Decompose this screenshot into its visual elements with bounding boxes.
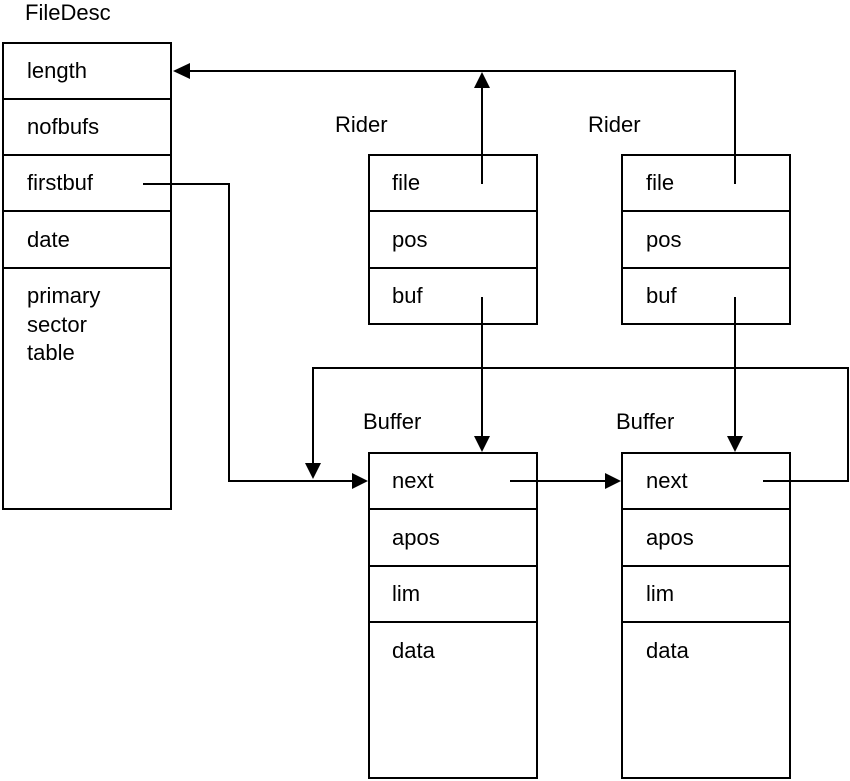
filedesc-box	[2, 42, 172, 510]
buffer-box	[368, 452, 538, 779]
arrow-rider1-file-to-filedesc	[474, 72, 490, 184]
arrow-rider2-buf-to-buffer2	[727, 297, 743, 452]
rider-field-pos: pos	[392, 227, 427, 252]
buffer-field-lim: lim	[392, 581, 420, 606]
arrow-buffer2-next-to-buffer1	[305, 367, 849, 482]
buffer-field-data: data	[392, 638, 436, 663]
filedesc-table-line: sector	[27, 312, 87, 337]
buffer-box	[621, 452, 791, 779]
arrow-rider1-buf-to-buffer1	[474, 297, 490, 452]
rider-title: Rider	[588, 112, 641, 137]
rider-record-1: Rider file pos buf	[335, 112, 538, 325]
buffer-record-1: Buffer next apos lim data	[363, 409, 538, 779]
rider-title: Rider	[335, 112, 388, 137]
rider-box	[621, 154, 791, 325]
buffer-title: Buffer	[363, 409, 421, 434]
buffer-field-next: next	[392, 468, 434, 493]
filedesc-table-line: table	[27, 340, 75, 365]
filedesc-field-nofbufs: nofbufs	[27, 114, 99, 139]
rider-field-file: file	[392, 170, 420, 195]
rider-field-buf: buf	[646, 283, 677, 308]
buffer-field-lim: lim	[646, 581, 674, 606]
filedesc-field-date: date	[27, 227, 70, 252]
filedesc-table-line: primary	[27, 283, 100, 308]
rider-box	[368, 154, 538, 325]
buffer-field-apos: apos	[392, 525, 440, 550]
buffer-title: Buffer	[616, 409, 674, 434]
filedesc-field-firstbuf: firstbuf	[27, 170, 94, 195]
buffer-field-apos: apos	[646, 525, 694, 550]
arrow-firstbuf-to-buffer1	[143, 183, 368, 489]
rider-field-pos: pos	[646, 227, 681, 252]
rider-field-file: file	[646, 170, 674, 195]
buffer-record-2: Buffer next apos lim data	[616, 409, 791, 779]
arrow-buffer1-next-to-buffer2	[510, 473, 621, 489]
arrow-rider2-file-to-filedesc-length	[173, 63, 736, 184]
rider-record-2: Rider file pos buf	[588, 112, 791, 325]
filedesc-title: FileDesc	[25, 0, 111, 25]
filedesc-record: FileDesc length nofbufs firstbuf date pr…	[2, 0, 172, 510]
filedesc-field-length: length	[27, 58, 87, 83]
rider-field-buf: buf	[392, 283, 423, 308]
buffer-field-data: data	[646, 638, 690, 663]
buffer-field-next: next	[646, 468, 688, 493]
